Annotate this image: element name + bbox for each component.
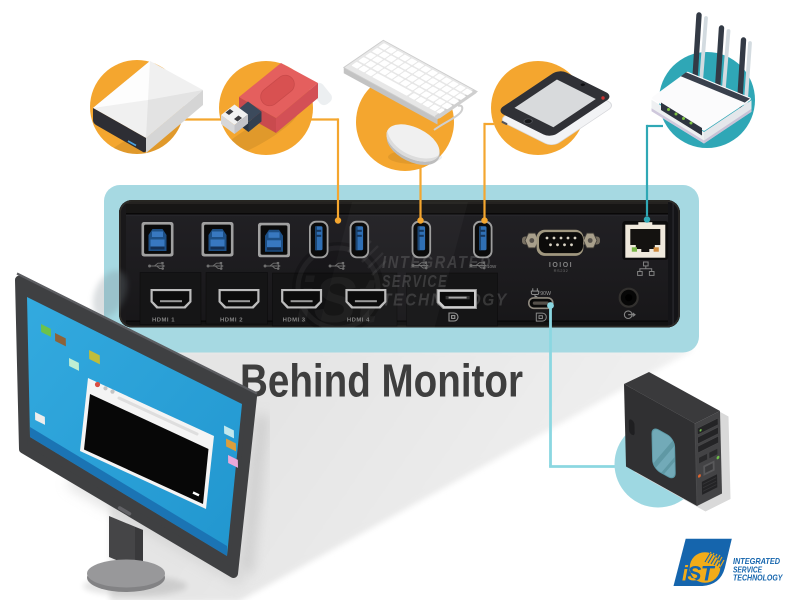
- svg-text:90W: 90W: [540, 291, 551, 297]
- svg-text:iST: iST: [682, 563, 716, 586]
- svg-text:HDMI 1: HDMI 1: [152, 318, 175, 324]
- svg-text:SERVICE: SERVICE: [382, 271, 448, 291]
- svg-text:iST: iST: [682, 563, 716, 586]
- svg-text:HDMI 4: HDMI 4: [347, 318, 370, 324]
- svg-text:TECHNOLOGY: TECHNOLOGY: [733, 574, 784, 583]
- svg-text:RS232: RS232: [554, 268, 569, 273]
- svg-text:INTEGRATED: INTEGRATED: [733, 557, 780, 566]
- svg-text:Behind Monitor: Behind Monitor: [240, 355, 523, 407]
- svg-text:IOIOI: IOIOI: [549, 262, 573, 269]
- svg-text:SERVICE: SERVICE: [733, 565, 762, 574]
- svg-text:HDMI 2: HDMI 2: [220, 318, 243, 324]
- svg-text:INTEGRATED: INTEGRATED: [382, 252, 492, 272]
- svg-text:10W: 10W: [487, 264, 497, 269]
- svg-text:HDMI 3: HDMI 3: [283, 318, 306, 324]
